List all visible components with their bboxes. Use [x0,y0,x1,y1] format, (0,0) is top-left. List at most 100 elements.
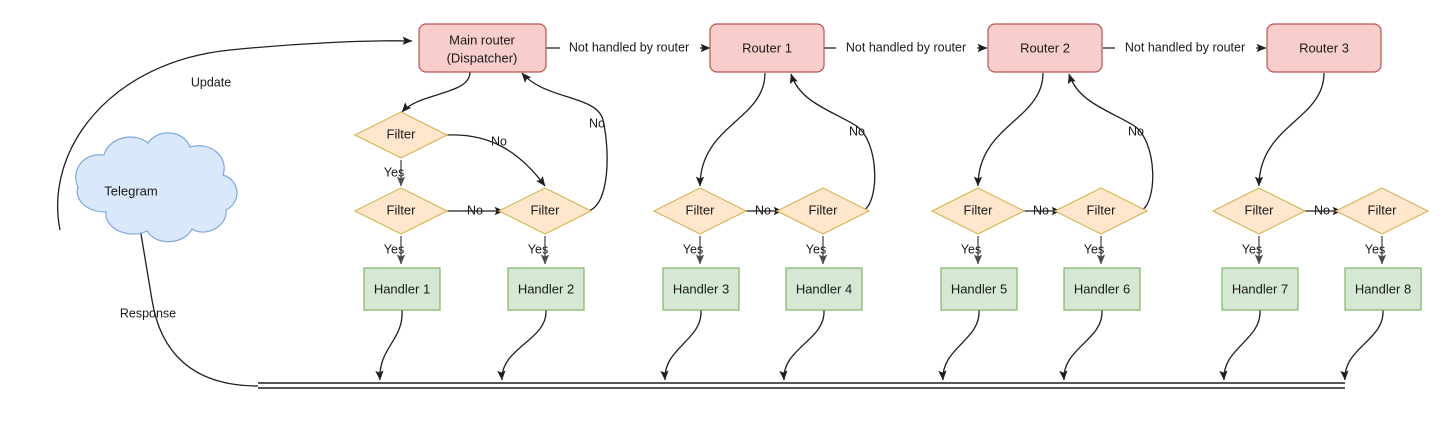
filter-node-r3-right[interactable]: Filter [1334,187,1430,235]
edge-label-no-main-right: No [589,116,605,130]
router-main-box [418,23,547,73]
handler-node-2[interactable]: Handler 2 [507,267,585,311]
edge-label-yes-main-top: Yes [384,165,404,179]
router-node-2[interactable]: Router 2 [987,23,1103,73]
handler-6-label: Handler 6 [1074,281,1130,296]
filter-node-r2-right[interactable]: Filter [1053,187,1149,235]
edge-label-no-r2-right: No [1128,124,1144,138]
handler-5-label: Handler 5 [951,281,1007,296]
telegram-cloud-node[interactable]: Telegram [75,132,238,243]
edge-h5-to-bus [938,309,980,381]
edge-main-right-no-loopback [521,72,608,212]
edge-label-yes-r2-right: Yes [1084,242,1104,256]
router-1-label: Router 1 [742,40,792,55]
handler-node-4[interactable]: Handler 4 [785,267,863,311]
filter-r2-left-shape [930,187,1026,235]
filter-r2-left-label: Filter [964,202,994,217]
edge-response [136,221,259,387]
handler-8-box [1344,267,1422,311]
filter-r3-left-label: Filter [1245,202,1275,217]
edge-label-yes-main-right: Yes [528,242,548,256]
handler-node-6[interactable]: Handler 6 [1063,267,1141,311]
edge-mainrouter-to-filter-top [401,71,471,113]
edge-label-response: Response [120,306,176,320]
edge-h6-to-bus [1059,309,1103,381]
filter-main-left-label: Filter [387,202,417,217]
edge-label-not-handled-3: Not handled by router [1125,40,1245,54]
filter-r1-left-shape [652,187,748,235]
edge-main-top-no [446,134,546,187]
edge-label-yes-r2-left: Yes [961,242,981,256]
filter-node-r1-right[interactable]: Filter [775,187,871,235]
router-node-main[interactable]: Main router (Dispatcher) [418,23,547,73]
edge-router3-to-filter-left [1254,72,1325,187]
handler-4-label: Handler 4 [796,281,852,296]
filter-node-main-top[interactable]: Filter [353,111,449,159]
telegram-label: Telegram [104,183,157,198]
edge-label-yes-r3-right: Yes [1365,242,1385,256]
handler-4-box [785,267,863,311]
filter-main-top-label: Filter [387,126,417,141]
filter-node-main-right[interactable]: Filter [497,187,593,235]
handler-6-box [1063,267,1141,311]
handler-5-box [940,267,1018,311]
edge-label-not-handled-2: Not handled by router [846,40,966,54]
edge-h4-to-bus [779,309,825,381]
edge-r2-right-no-loopback [1067,73,1154,212]
handler-7-label: Handler 7 [1232,281,1288,296]
router-2-label: Router 2 [1020,40,1070,55]
edge-label-update: Update [191,75,231,89]
handler-1-label: Handler 1 [374,281,430,296]
filter-r1-left-label: Filter [686,202,716,217]
edge-label-no-r1-left: No [755,203,771,217]
router-main-label-line2: (Dispatcher) [447,50,518,65]
edge-update [57,36,413,231]
edge-h2-to-bus [497,309,547,381]
router-main-label-line1: Main router [449,32,515,47]
filter-node-r3-left[interactable]: Filter [1211,187,1307,235]
edge-label-yes-r3-left: Yes [1242,242,1262,256]
edge-router1-to-filter-left [695,72,766,187]
edge-r1-right-no-loopback [789,73,876,212]
edge-router2-to-filter-left [973,72,1044,187]
filter-r1-right-label: Filter [809,202,839,217]
handler-node-7[interactable]: Handler 7 [1221,267,1299,311]
handler-node-8[interactable]: Handler 8 [1344,267,1422,311]
filter-r3-right-shape [1334,187,1430,235]
edge-h1-to-bus [375,309,403,381]
router-3-label: Router 3 [1299,40,1349,55]
edge-label-yes-main-left: Yes [384,242,404,256]
filter-r2-right-label: Filter [1087,202,1117,217]
router-2-box [987,23,1103,73]
handler-3-label: Handler 3 [673,281,729,296]
filter-node-main-left[interactable]: Filter [353,187,449,235]
handler-7-box [1221,267,1299,311]
handler-2-label: Handler 2 [518,281,574,296]
filter-r3-left-shape [1211,187,1307,235]
filter-r1-right-shape [775,187,871,235]
handler-node-1[interactable]: Handler 1 [363,267,441,311]
filter-node-r1-left[interactable]: Filter [652,187,748,235]
filter-node-r2-left[interactable]: Filter [930,187,1026,235]
filter-main-top-shape [353,111,449,159]
edge-h7-to-bus [1219,309,1261,381]
handler-1-box [363,267,441,311]
edge-label-no-main-top: No [491,134,507,148]
handler-2-box [507,267,585,311]
router-1-box [709,23,825,73]
router-node-3[interactable]: Router 3 [1266,23,1382,73]
handler-node-3[interactable]: Handler 3 [662,267,740,311]
router-node-1[interactable]: Router 1 [709,23,825,73]
handler-3-box [662,267,740,311]
edge-label-no-r3-left: No [1314,203,1330,217]
cloud-icon [75,132,238,243]
filter-main-left-shape [353,187,449,235]
edge-label-no-r1-right: No [849,124,865,138]
edge-label-yes-r1-left: Yes [683,242,703,256]
handler-node-5[interactable]: Handler 5 [940,267,1018,311]
edge-label-yes-r1-right: Yes [806,242,826,256]
handler-8-label: Handler 8 [1355,281,1411,296]
filter-r2-right-shape [1053,187,1149,235]
